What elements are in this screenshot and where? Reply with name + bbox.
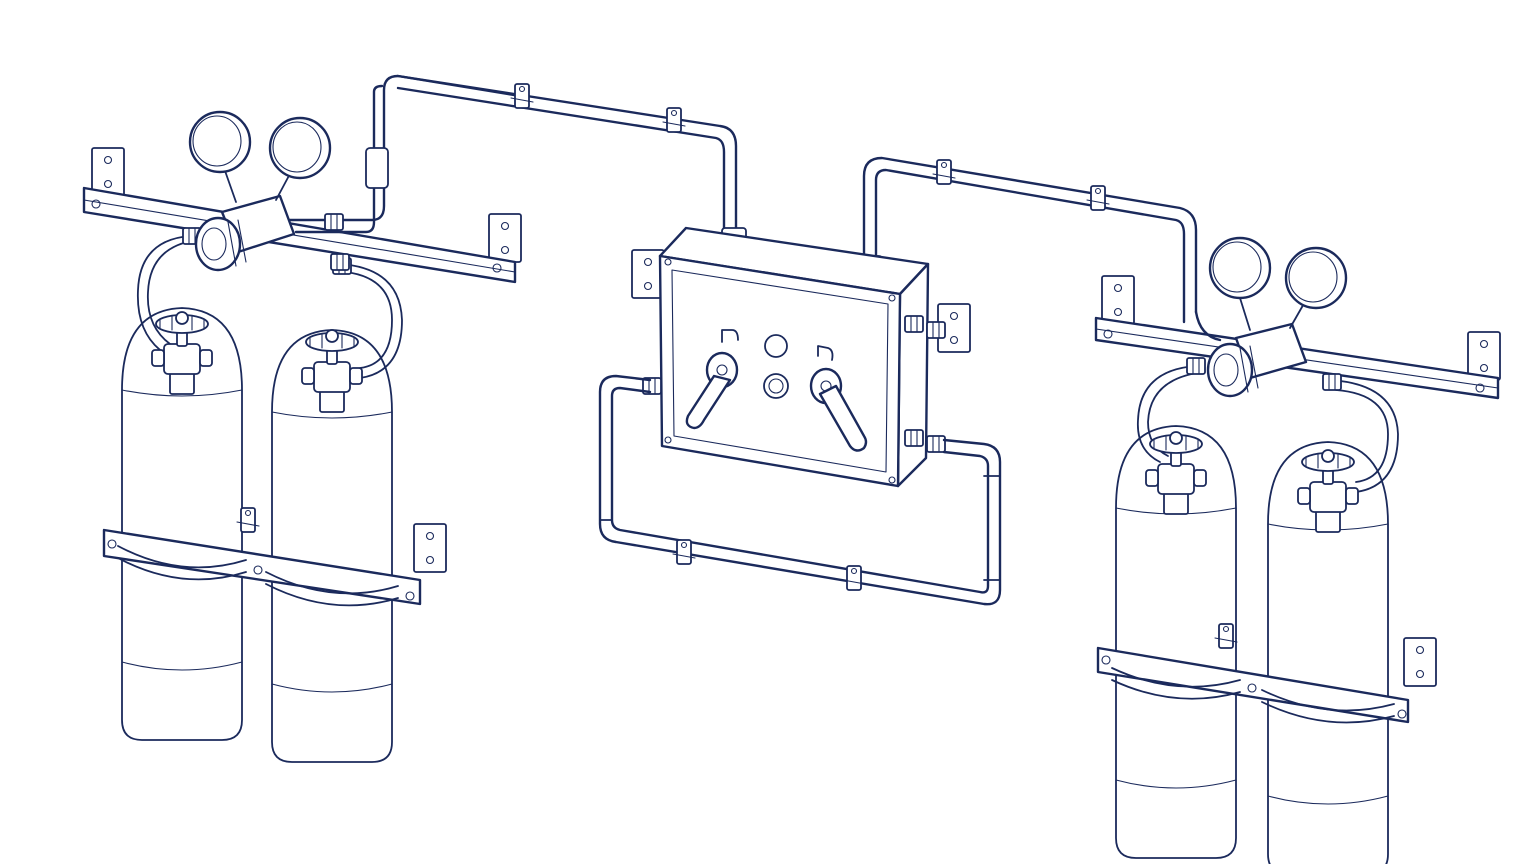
pipe-clamp-2 <box>662 107 686 133</box>
pipe-clamp-7 <box>1214 623 1238 649</box>
pipe-clamp-4 <box>1086 185 1110 211</box>
right-cylinder-strap-rail <box>1096 646 1410 724</box>
left-wall-bracket-2 <box>488 213 522 263</box>
left-pressure-gauge-2 <box>268 116 332 180</box>
right-cylinder-valve-1 <box>1145 431 1207 515</box>
right-cylinder-strap-2 <box>1261 689 1395 712</box>
right-pigtail-hose-2 <box>1329 379 1399 493</box>
right-wall-bracket-2 <box>1467 331 1501 381</box>
left-cylinder-strap-rail <box>102 528 422 606</box>
indicator-light-1 <box>764 334 788 358</box>
pipe-clamp-6 <box>842 565 866 591</box>
left-manifold <box>82 74 522 763</box>
left-pigtail-hose-2 <box>339 263 403 379</box>
lever-handle-right <box>809 367 868 452</box>
right-gauge-stem-1 <box>1239 297 1251 331</box>
bottom-pipe-loop <box>598 374 1002 606</box>
left-pipe-coupling <box>365 147 389 189</box>
pipe-clamp-8 <box>236 507 260 533</box>
top-pipe-run-left <box>396 74 747 249</box>
right-pressure-gauge-2 <box>1284 246 1348 310</box>
left-cylinder-valve-2 <box>301 329 363 413</box>
left-cylinder-valve-1 <box>151 311 213 395</box>
right-strap-bracket-plate <box>1403 637 1437 687</box>
right-cylinder-strap-1 <box>1111 667 1241 688</box>
right-regulator <box>1194 297 1308 398</box>
left-regulator <box>194 167 296 272</box>
left-wall-bracket-1 <box>91 147 125 197</box>
right-cylinder-valve-2 <box>1297 449 1359 533</box>
indicator-marker-left <box>721 329 739 343</box>
left-gauge-stem-1 <box>223 167 237 203</box>
left-cylinder-strap-2 <box>265 571 399 595</box>
left-pressure-gauge-1 <box>188 110 252 174</box>
pipe-clamp-3 <box>932 159 956 185</box>
center-switchover-box <box>631 226 971 488</box>
right-pressure-gauge-1 <box>1208 236 1272 300</box>
right-pigtail-hose-1 <box>1137 365 1197 463</box>
pipe-clamp-5 <box>672 539 696 565</box>
left-cylinder-strap-1 <box>117 545 247 569</box>
right-wall-bracket-1 <box>1101 275 1135 325</box>
switchover-box-front <box>658 254 902 488</box>
right-manifold <box>1094 236 1501 864</box>
lever-handle-left <box>685 351 739 430</box>
left-pigtail-hose-1 <box>136 235 191 351</box>
left-mounting-rail <box>82 186 517 284</box>
indicator-marker-right <box>817 345 834 361</box>
indicator-light-2 <box>763 373 789 399</box>
left-strap-bracket-plate <box>413 523 447 573</box>
pipe-clamp-1 <box>510 83 534 109</box>
